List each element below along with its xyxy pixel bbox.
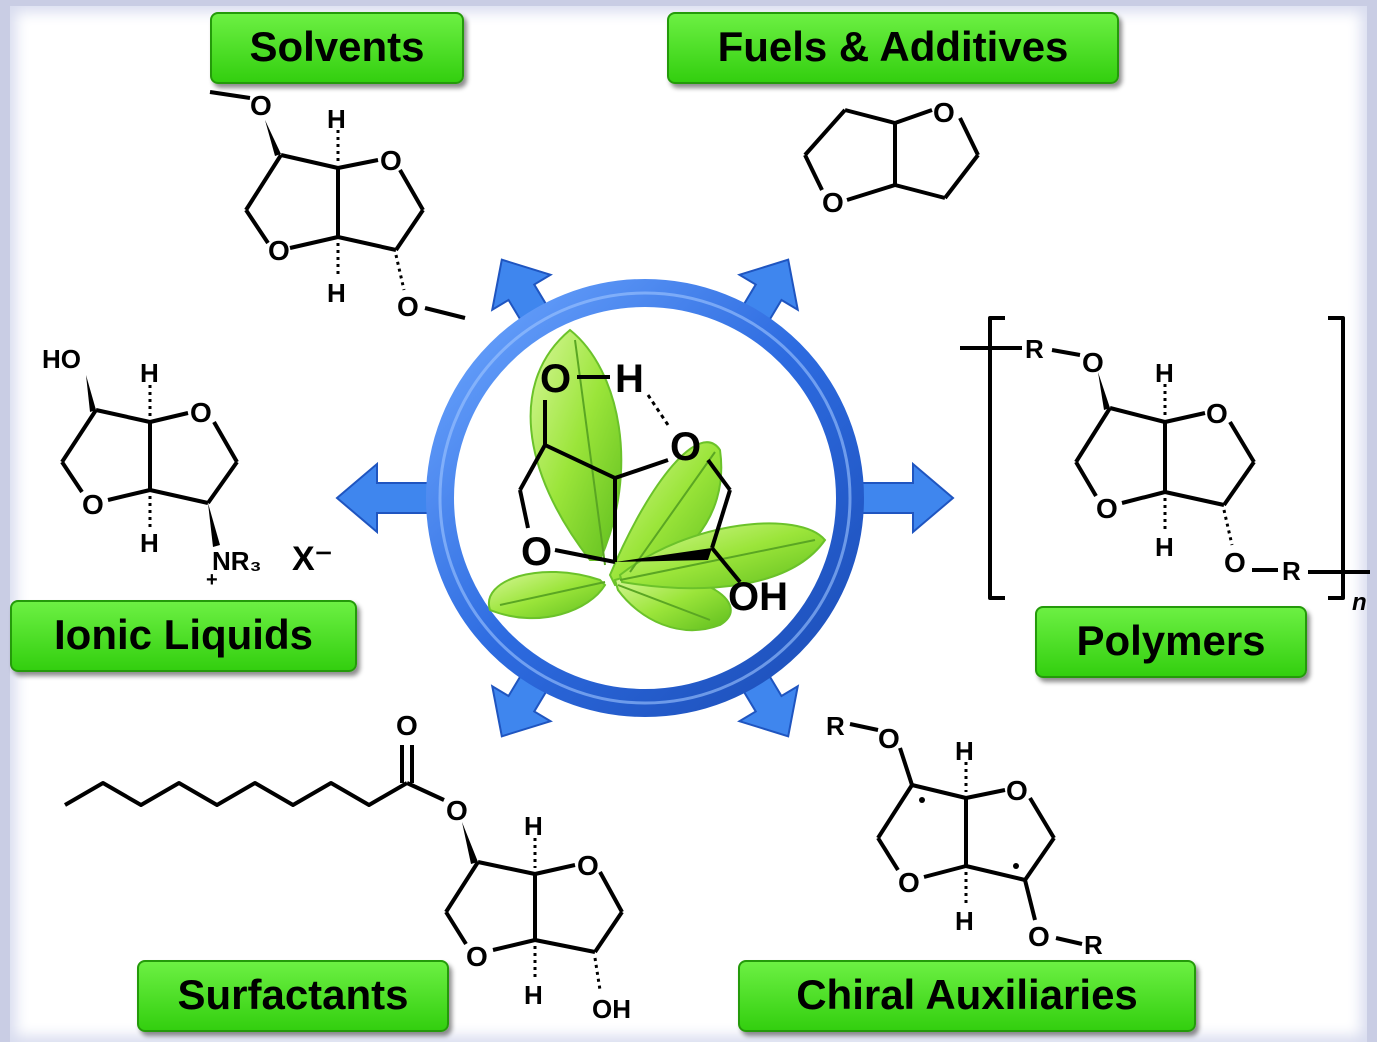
blue-ring <box>426 279 864 717</box>
atom-h: H <box>524 811 543 841</box>
label-chiral-auxiliaries: Chiral Auxiliaries <box>738 960 1196 1032</box>
atom-h: H <box>1155 358 1174 388</box>
atom-o: O <box>1096 493 1118 524</box>
atom-r: R <box>1025 334 1044 364</box>
atom-o: O <box>521 530 552 574</box>
atom-nr3: NR₃ <box>212 546 262 576</box>
solvents-molecule: O H O O H O <box>209 90 466 322</box>
label-ionic-liquids: Ionic Liquids <box>10 600 357 672</box>
atom-r: R <box>1282 556 1301 586</box>
atom-o: O <box>446 795 468 826</box>
atom-r: R <box>1084 930 1103 960</box>
chiral-auxiliary-molecule: R O H O O H O R <box>826 711 1103 960</box>
atom-h: H <box>955 736 974 766</box>
atom-o: O <box>577 850 599 881</box>
atom-o: O <box>822 187 844 218</box>
atom-o: O <box>397 291 419 322</box>
surfactant-molecule: O O H O O H OH <box>63 710 631 1024</box>
atom-h: H <box>327 278 346 308</box>
atom-o: O <box>878 723 900 754</box>
atom-o: O <box>898 867 920 898</box>
atom-o: O <box>540 357 571 401</box>
atom-o: O <box>466 941 488 972</box>
atom-oh: OH <box>728 575 788 619</box>
atom-h: H <box>615 357 644 401</box>
atom-o: O <box>1006 775 1028 806</box>
atom-h: H <box>1155 532 1174 562</box>
atom-ho: HO <box>42 344 81 374</box>
atom-h: H <box>140 528 159 558</box>
atom-h: H <box>327 104 346 134</box>
fuels-molecule: O O <box>803 97 980 218</box>
atom-o: O <box>1082 347 1104 378</box>
atom-o: O <box>82 489 104 520</box>
repeat-unit-n: n <box>1352 589 1367 616</box>
label-surfactants: Surfactants <box>137 960 449 1032</box>
label-solvents: Solvents <box>210 12 464 84</box>
polymer-molecule: R O H O O H O R n <box>960 316 1370 616</box>
atom-o: O <box>396 710 418 741</box>
isosorbide-molecule: O H O O OH <box>518 357 788 619</box>
ionic-liquid-molecule: HO H O O H NR₃ + X⁻ <box>42 344 333 591</box>
atom-charge: + <box>206 569 218 591</box>
atom-o: O <box>380 145 402 176</box>
atom-o: O <box>1028 921 1050 952</box>
label-polymers: Polymers <box>1035 606 1307 678</box>
label-fuels-additives: Fuels & Additives <box>667 12 1119 84</box>
atom-o: O <box>190 397 212 428</box>
atom-o: O <box>268 235 290 266</box>
atom-o: O <box>670 425 701 469</box>
atom-h: H <box>140 358 159 388</box>
atom-o: O <box>1206 398 1228 429</box>
atom-r: R <box>826 711 845 741</box>
atom-h: H <box>955 906 974 936</box>
atom-o: O <box>1224 547 1246 578</box>
atom-h: H <box>524 980 543 1010</box>
leaf-cluster <box>487 328 827 632</box>
atom-oh: OH <box>592 994 631 1024</box>
atom-x: X⁻ <box>292 540 333 578</box>
atom-o: O <box>250 90 272 121</box>
atom-o: O <box>933 97 955 128</box>
central-hub: O H O O OH <box>335 258 955 738</box>
